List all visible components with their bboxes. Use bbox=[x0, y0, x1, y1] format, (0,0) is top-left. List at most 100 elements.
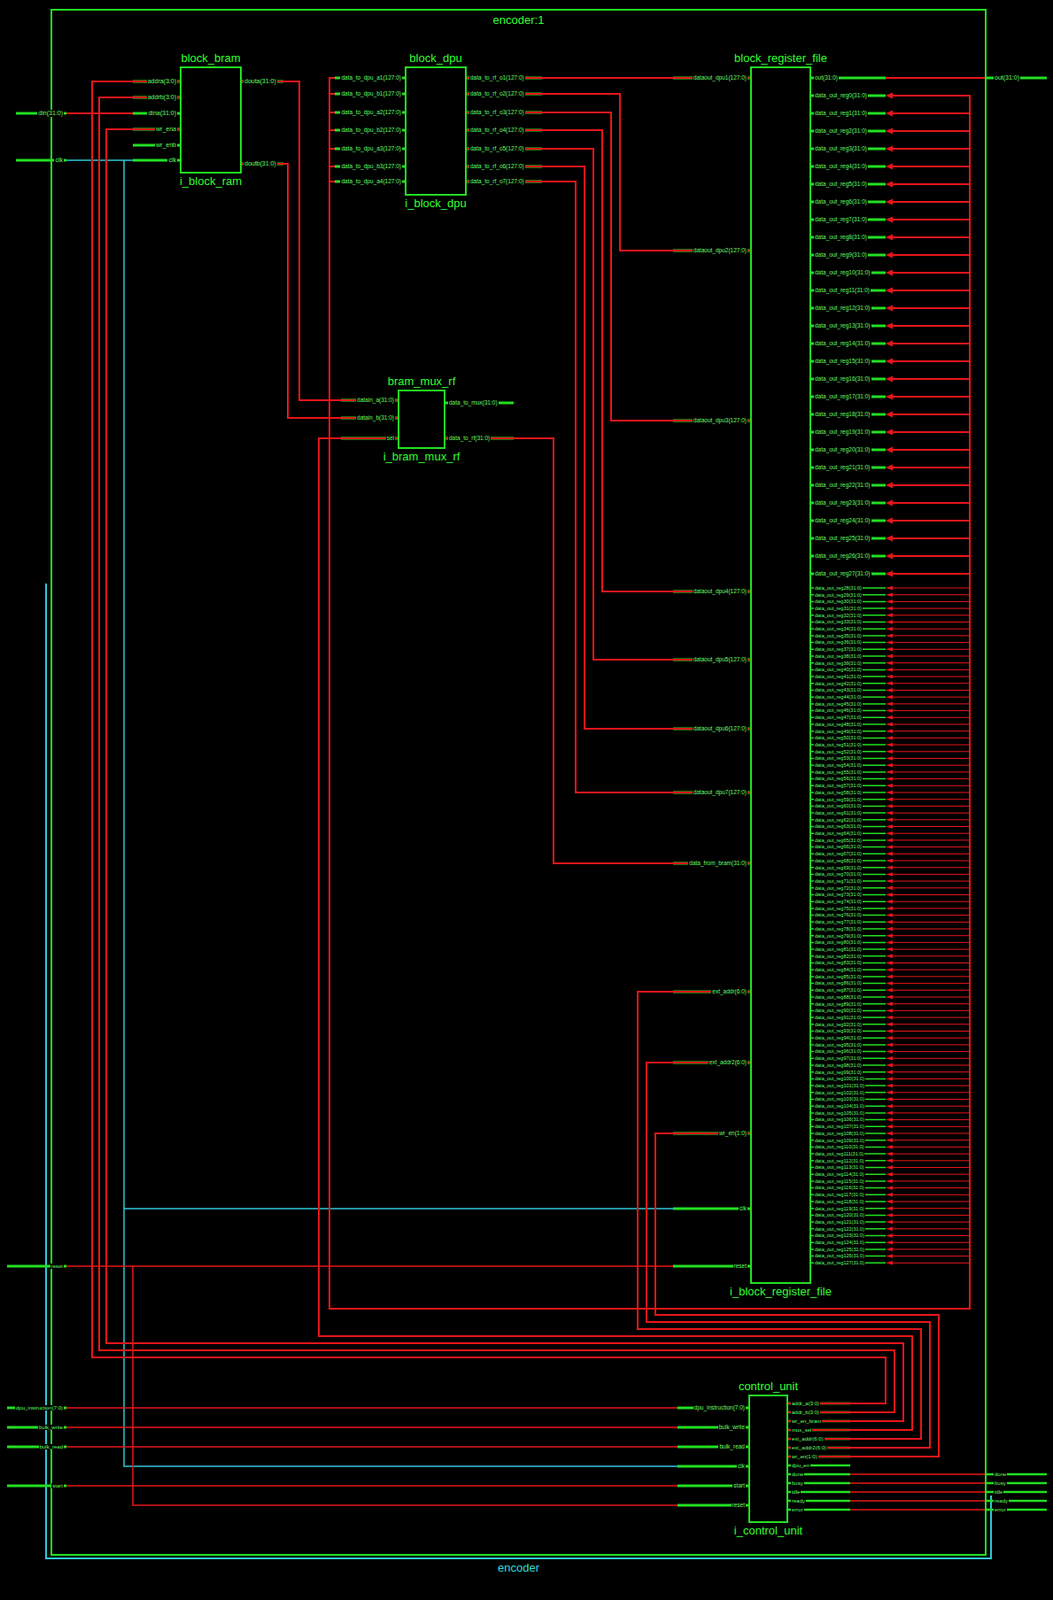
pin-name: ext_addr(6:0) bbox=[711, 988, 748, 995]
pin-name: data_out_reg125(31:0) bbox=[813, 1246, 866, 1253]
instance-name: i_block_dpu bbox=[404, 196, 466, 211]
feedback-wire bbox=[891, 614, 970, 616]
feedback-wire bbox=[891, 1174, 970, 1176]
pin-name: data_from_bram(31:0) bbox=[688, 859, 748, 867]
feedback-wire bbox=[891, 1146, 970, 1148]
pin-name: data_out_reg13(31:0) bbox=[813, 322, 872, 329]
pin-name: data_to_rf(31:0) bbox=[448, 434, 491, 442]
pin-name: data_out_reg115(31:0) bbox=[813, 1178, 866, 1185]
pin-name: data_out_reg2(31:0) bbox=[813, 127, 868, 134]
pin-name: data_out_reg18(31:0) bbox=[813, 410, 872, 418]
pin-name: data_to_dpu_b3(127:0) bbox=[340, 162, 403, 170]
input-triangle bbox=[885, 606, 893, 611]
input-triangle bbox=[885, 1049, 893, 1053]
pin-name: din(31:0) bbox=[37, 109, 64, 117]
feedback-wire bbox=[891, 792, 970, 794]
input-triangle bbox=[885, 553, 893, 560]
pin-name: datain_a(31:0) bbox=[356, 396, 395, 403]
feedback-wire bbox=[891, 1201, 970, 1203]
input-triangle bbox=[885, 1029, 893, 1033]
input-triangle bbox=[885, 627, 893, 631]
feedback-wire bbox=[891, 395, 970, 398]
input-triangle bbox=[885, 270, 893, 277]
feedback-wire bbox=[891, 342, 970, 345]
input-triangle bbox=[885, 831, 893, 836]
feedback-wire bbox=[891, 1017, 970, 1019]
feedback-wire bbox=[891, 682, 970, 684]
wire-connector bbox=[466, 112, 751, 421]
pin-name: data_to_dpu_a1(127:0) bbox=[340, 74, 403, 81]
block-box: block_dpui_block_dpu bbox=[404, 66, 467, 196]
pin-name: data_out_reg118(31:0) bbox=[813, 1199, 866, 1205]
feedback-wire bbox=[891, 949, 970, 951]
input-triangle bbox=[885, 688, 893, 692]
pin-name: data_out_reg72(31:0) bbox=[813, 885, 863, 891]
input-triangle bbox=[885, 535, 893, 542]
pin-name: dataout_dpu5(127:0) bbox=[692, 656, 748, 663]
pin-name: data_out_reg84(31:0) bbox=[813, 967, 863, 973]
pin-name: data_out_reg100(31:0) bbox=[813, 1076, 866, 1082]
pin-name: datain_b(31:0) bbox=[356, 414, 395, 421]
feedback-wire bbox=[891, 656, 970, 658]
pin-name: data_out_reg97(31:0) bbox=[813, 1055, 863, 1061]
feedback-wire bbox=[891, 218, 970, 221]
pin-name: data_to_rf_o2(127:0) bbox=[469, 90, 526, 97]
input-triangle bbox=[885, 899, 893, 904]
input-triangle bbox=[885, 1043, 893, 1047]
pin-name: data_out_reg16(31:0) bbox=[813, 375, 872, 382]
feedback-wire bbox=[891, 588, 970, 589]
input-triangle bbox=[885, 1104, 893, 1108]
pin-name: clk bbox=[738, 1205, 748, 1212]
input-triangle bbox=[885, 634, 893, 638]
pin-name: data_out_reg8(31:0) bbox=[813, 233, 868, 241]
input-triangle bbox=[885, 199, 893, 206]
output-wire bbox=[885, 77, 987, 79]
input-triangle bbox=[885, 1117, 893, 1122]
input-triangle bbox=[885, 776, 893, 781]
input-triangle bbox=[885, 1179, 893, 1184]
input-triangle bbox=[885, 702, 893, 706]
feedback-wire bbox=[891, 969, 970, 971]
pin-name: dina(31:0) bbox=[147, 109, 178, 117]
pin-name: data_out_reg70(31:0) bbox=[813, 871, 863, 877]
input-triangle bbox=[885, 1145, 893, 1149]
pin-name: data_out_reg112(31:0) bbox=[813, 1158, 866, 1164]
wire-connector bbox=[466, 93, 751, 251]
feedback-wire bbox=[891, 601, 970, 603]
input-triangle bbox=[885, 1200, 893, 1204]
pin-name: data_to_rf_o6(127:0) bbox=[469, 162, 526, 170]
pin-name: data_to_mux(31:0) bbox=[448, 399, 499, 406]
pin-name: data_out_reg89(31:0) bbox=[813, 1001, 863, 1007]
input-triangle bbox=[885, 695, 893, 699]
feedback-wire bbox=[891, 826, 970, 828]
feedback-wire bbox=[891, 894, 970, 896]
feedback-wire bbox=[891, 1119, 970, 1121]
input-triangle bbox=[885, 954, 893, 959]
pin-name: data_out_reg53(31:0) bbox=[813, 755, 863, 761]
feedback-wire bbox=[891, 1153, 970, 1155]
pin-name: data_out_reg1(31:0) bbox=[813, 109, 868, 117]
input-triangle bbox=[885, 252, 893, 259]
input-triangle bbox=[885, 1165, 893, 1170]
pin-name: bulk_write bbox=[38, 1424, 64, 1432]
pin-name: data_out_reg29(31:0) bbox=[813, 592, 863, 598]
reset-wire bbox=[66, 1266, 678, 1506]
feedback-wire bbox=[891, 703, 970, 705]
feedback-wire bbox=[891, 254, 970, 256]
pin-name: ext_addr(6:0) bbox=[790, 1436, 825, 1443]
feedback-wire bbox=[891, 628, 970, 630]
feedback-wire bbox=[891, 1262, 970, 1264]
pin-name: out(31:0) bbox=[813, 74, 839, 81]
input-triangle bbox=[885, 913, 893, 917]
pin-name: data_out_reg3(31:0) bbox=[813, 145, 868, 152]
input-triangle bbox=[885, 1207, 893, 1211]
input-triangle bbox=[885, 1063, 893, 1068]
feedback-wire bbox=[891, 1207, 970, 1209]
input-triangle bbox=[885, 110, 893, 117]
feedback-wire bbox=[891, 846, 970, 848]
feedback-wire bbox=[891, 1194, 970, 1196]
pin-name: wr_en(1:0) bbox=[790, 1454, 819, 1461]
pin-name: dataout_dpu2(127:0) bbox=[692, 247, 748, 254]
feedback-wire bbox=[891, 765, 970, 767]
